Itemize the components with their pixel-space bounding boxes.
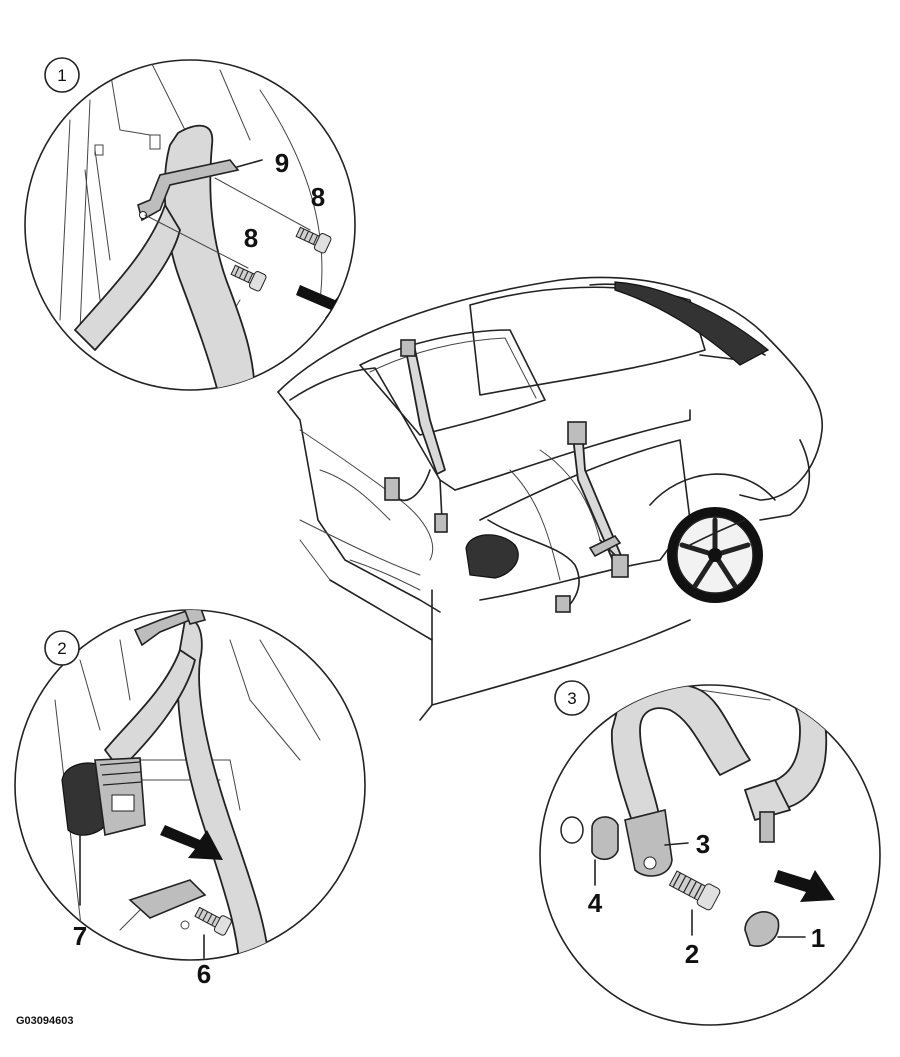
callout-8-lower: 8 [244, 223, 258, 253]
detail-2-retractor: 2 7 6 [14, 609, 366, 989]
detail-3-lower-anchor: 3 3 4 2 1 [539, 680, 881, 1026]
detail-2-label: 2 [57, 639, 66, 658]
callout-2: 2 [685, 939, 699, 969]
detail-1-label: 1 [57, 66, 66, 85]
callout-9: 9 [275, 148, 289, 178]
detail-2-marker [44, 630, 80, 666]
callout-3: 3 [696, 829, 710, 859]
detail-3-marker [554, 680, 590, 716]
callout-8-upper: 8 [311, 182, 325, 212]
callout-6: 6 [197, 959, 211, 989]
figure-id: G03094603 [16, 1015, 74, 1027]
detail-3-label: 3 [567, 689, 576, 708]
detail-1-marker [44, 57, 80, 93]
detail-1-upper-anchor: 1 9 8 8 [24, 57, 356, 391]
callout-4: 4 [588, 888, 603, 918]
callout-1: 1 [811, 923, 825, 953]
car-illustration [277, 276, 823, 721]
callout-7: 7 [73, 921, 87, 951]
